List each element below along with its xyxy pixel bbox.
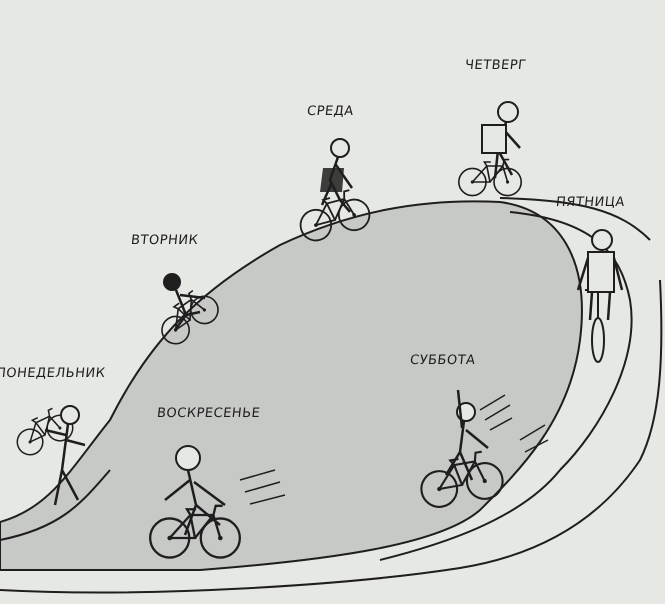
day-label-sunday: ВОСКРЕСЕНЬЕ xyxy=(156,406,262,421)
cyclist-sunday xyxy=(148,445,286,559)
day-label-wednesday: СРЕДА xyxy=(306,104,355,119)
cyclist-saturday xyxy=(415,389,549,511)
cyclist-tuesday xyxy=(150,273,225,350)
cyclist-friday xyxy=(576,229,624,363)
cyclist-icon xyxy=(481,101,521,179)
day-label-friday: ПЯТНИЦА xyxy=(555,195,626,210)
cyclist-icon xyxy=(444,389,549,481)
day-label-monday: ПОНЕДЕЛЬНИК xyxy=(0,366,107,381)
hill-track xyxy=(0,197,663,594)
cyclist-monday xyxy=(8,402,86,506)
cyclist-wednesday xyxy=(293,138,374,245)
cyclist-thursday xyxy=(457,101,523,197)
day-label-thursday: ЧЕТВЕРГ xyxy=(464,58,528,73)
day-label-tuesday: ВТОРНИК xyxy=(130,233,199,248)
cyclist-icon xyxy=(576,229,624,321)
cyclist-icon xyxy=(320,138,354,213)
cyclist-icon xyxy=(164,445,286,536)
bicycle-icon xyxy=(585,289,612,363)
cyclist-icon xyxy=(44,405,86,506)
day-label-saturday: СУББОТА xyxy=(409,353,477,368)
cyclist-icon xyxy=(163,273,206,331)
